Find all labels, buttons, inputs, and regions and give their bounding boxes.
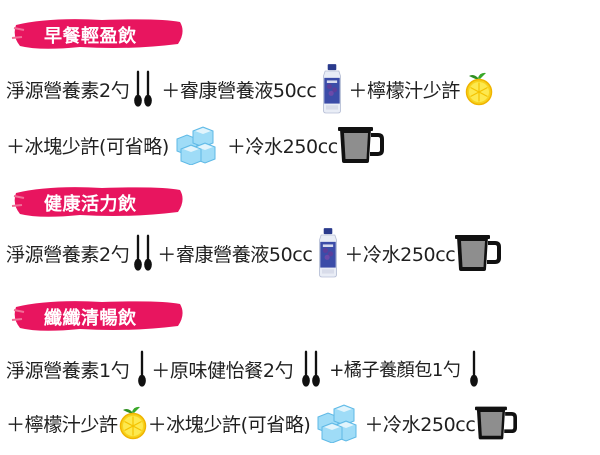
nutrition-bottle-icon xyxy=(316,228,340,278)
section-title: 早餐輕盈飲 xyxy=(44,26,137,47)
ingredient-text: 淨源營養素2勺 xyxy=(6,79,130,102)
spoon-icon xyxy=(469,350,479,388)
spoon-icon xyxy=(133,70,143,108)
spoon-icon xyxy=(301,350,311,388)
ingredient-text: +橘子養顏包1勺 xyxy=(329,360,461,381)
ingredient-text: 淨源營養素1勺 xyxy=(6,359,130,382)
ingredient-text: ＋睿康營養液50cc xyxy=(161,79,317,102)
nutrition-bottle-icon xyxy=(320,64,344,114)
recipe-line: 淨源營養素2勺 ＋睿康營養液50cc ＋冷水250cc xyxy=(6,232,596,274)
section-banner-energy: 健康活力飲 xyxy=(10,184,186,220)
section-banner-breakfast: 早餐輕盈飲 xyxy=(10,16,186,52)
spoon-icon xyxy=(143,234,153,272)
ingredient-text: ＋冷水250cc xyxy=(364,413,476,436)
recipe-line: 淨源營養素1勺 ＋原味健怡餐2勺 +橘子養顏包1勺 xyxy=(6,348,596,390)
recipe-line: 淨源營養素2勺 ＋睿康營養液50cc ＋檸檬汁少許 xyxy=(6,68,596,110)
ingredient-text: ＋檸檬汁少許 xyxy=(348,79,460,102)
measuring-cup-icon xyxy=(338,126,384,164)
spoon-icon xyxy=(143,70,153,108)
recipe-line: ＋冰塊少許(可省略) ＋冷水250cc xyxy=(6,124,596,166)
measuring-cup-icon xyxy=(475,405,517,441)
lemon-icon xyxy=(464,72,494,106)
ingredient-text: 淨源營養素2勺 xyxy=(6,243,130,266)
ingredient-text: ＋睿康營養液50cc xyxy=(157,243,313,266)
recipe-line: ＋檸檬汁少許 ＋冰塊少許(可省略) ＋冷水250cc xyxy=(6,402,596,444)
ingredient-text: ＋冰塊少許(可省略) xyxy=(6,135,169,158)
section-banner-slim: 纖纖清暢飲 xyxy=(10,298,186,334)
section-title: 健康活力飲 xyxy=(44,194,137,215)
spoon-icon xyxy=(311,350,321,388)
ingredient-text: ＋檸檬汁少許 xyxy=(6,413,118,436)
ice-cubes-icon xyxy=(314,403,364,443)
spoon-icon xyxy=(133,234,143,272)
spoon-icon xyxy=(137,350,147,388)
ingredient-text: ＋冰塊少許(可省略) xyxy=(147,413,311,436)
section-title: 纖纖清暢飲 xyxy=(44,308,137,329)
ice-cubes-icon xyxy=(173,125,223,165)
ingredient-text: ＋冷水250cc xyxy=(226,135,338,158)
lemon-icon xyxy=(118,406,148,440)
measuring-cup-icon xyxy=(455,234,501,272)
ingredient-text: ＋冷水250cc xyxy=(344,243,456,266)
ingredient-text: ＋原味健怡餐2勺 xyxy=(151,359,294,382)
